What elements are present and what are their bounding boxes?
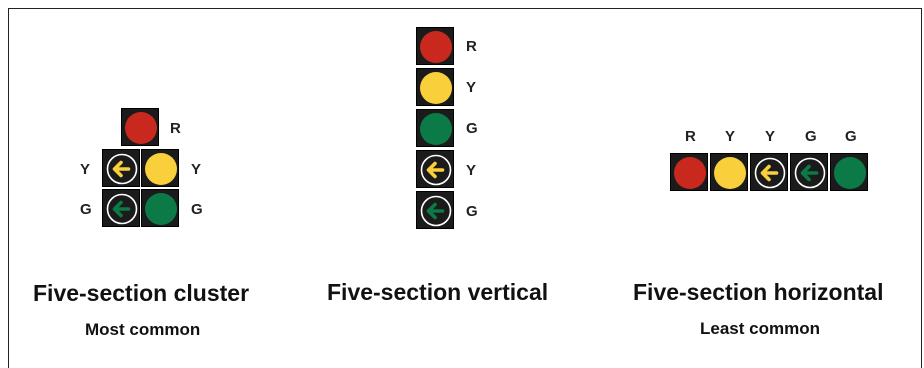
- cluster-green-arrow-section: [102, 189, 140, 227]
- yellow-left-arrow-icon: [106, 153, 138, 185]
- cluster-label-y-right: Y: [191, 161, 202, 178]
- cluster-label-g-right: G: [191, 201, 203, 218]
- horizontal-red-section: [670, 153, 708, 191]
- vertical-label-4: Y: [466, 162, 477, 179]
- cluster-title: Five-section cluster: [33, 280, 250, 306]
- cluster-subtitle: Most common: [85, 320, 201, 339]
- horizontal-label-2: Y: [725, 128, 736, 145]
- horizontal-title: Five-section horizontal: [633, 279, 884, 305]
- vertical-label-5: G: [466, 203, 478, 220]
- cluster-label-g-left: G: [80, 201, 92, 218]
- vertical-label-2: Y: [466, 79, 477, 96]
- green-ball-icon: [420, 113, 452, 145]
- vertical-green-arrow-section: [416, 191, 454, 229]
- cluster-yellow-arrow-section: [102, 149, 140, 187]
- green-ball-icon: [834, 157, 866, 189]
- vertical-label-3: G: [466, 120, 478, 137]
- horizontal-label-3: Y: [765, 128, 776, 145]
- red-ball-icon: [420, 31, 452, 63]
- vertical-red-section: [416, 27, 454, 65]
- horizontal-label-5: G: [845, 128, 857, 145]
- horizontal-label-1: R: [685, 128, 696, 145]
- green-left-arrow-icon: [106, 193, 138, 225]
- vertical-yellow-arrow-section: [416, 150, 454, 188]
- horizontal-label-4: G: [805, 128, 817, 145]
- yellow-ball-icon: [420, 72, 452, 104]
- vertical-label-1: R: [466, 38, 477, 55]
- green-ball-icon: [145, 193, 177, 225]
- horizontal-subtitle: Least common: [700, 319, 820, 338]
- vertical-green-section: [416, 109, 454, 147]
- horizontal-yellow-arrow-section: [750, 153, 788, 191]
- cluster-red-section: [121, 108, 159, 146]
- green-left-arrow-icon: [794, 157, 826, 189]
- yellow-ball-icon: [145, 153, 177, 185]
- horizontal-green-arrow-section: [790, 153, 828, 191]
- red-ball-icon: [125, 112, 157, 144]
- cluster-yellow-ball-section: [141, 149, 179, 187]
- horizontal-yellow-section: [710, 153, 748, 191]
- red-ball-icon: [674, 157, 706, 189]
- cluster-label-r: R: [170, 120, 181, 137]
- cluster-green-ball-section: [141, 189, 179, 227]
- yellow-left-arrow-icon: [420, 154, 452, 186]
- cluster-label-y-left: Y: [80, 161, 91, 178]
- green-left-arrow-icon: [420, 195, 452, 227]
- vertical-yellow-section: [416, 68, 454, 106]
- yellow-left-arrow-icon: [754, 157, 786, 189]
- vertical-title: Five-section vertical: [327, 279, 549, 305]
- yellow-ball-icon: [714, 157, 746, 189]
- figure-frame: [8, 8, 922, 368]
- horizontal-green-section: [830, 153, 868, 191]
